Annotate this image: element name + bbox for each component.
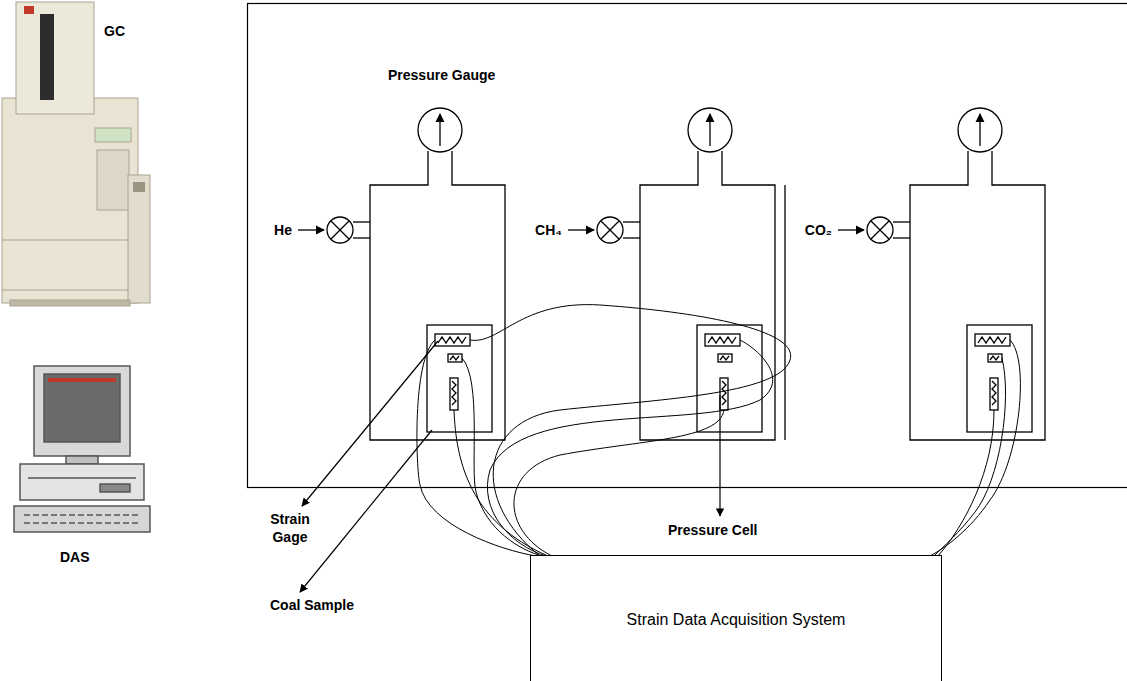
strain-wire [454, 410, 548, 556]
part-label: Pressure Gauge [388, 66, 495, 84]
pressure-cell [640, 151, 775, 440]
pressure-cell [353, 221, 370, 222]
part-label: Coal Sample [270, 596, 354, 614]
gc-instrument [95, 128, 131, 142]
pressure-cell [331, 221, 349, 239]
das-computer [20, 464, 144, 500]
das-computer [66, 456, 98, 464]
pressure-cell [568, 108, 785, 440]
pressure-cell [967, 325, 1032, 432]
pressure-cell [978, 337, 1006, 343]
gc-instrument [128, 175, 150, 303]
pressure-cell [722, 381, 726, 405]
pressure-cell [979, 114, 980, 146]
pressure-cell [784, 185, 785, 440]
gc-instrument [2, 2, 150, 306]
leader-line [302, 341, 438, 506]
pressure-cell [705, 334, 740, 346]
instrument-label: DAS [60, 548, 90, 566]
pressure-cell [439, 114, 440, 146]
gc-instrument [2, 290, 128, 291]
strain-wire [487, 340, 772, 556]
pressure-cell [327, 217, 353, 243]
pressure-cell [990, 378, 998, 410]
pressure-cell [838, 229, 864, 230]
pressure-cell [871, 221, 889, 239]
pressure-cell [718, 354, 732, 362]
gc-instrument [2, 240, 128, 241]
das-computer [28, 477, 136, 479]
instrument-label: GC [104, 22, 125, 40]
pressure-cell [720, 378, 728, 410]
pressure-cell [910, 151, 1045, 440]
leader-line [719, 395, 720, 516]
pressure-cell [298, 108, 505, 440]
pressure-cell [450, 378, 458, 410]
pressure-cell [450, 356, 459, 360]
pressure-cell [438, 337, 466, 343]
pressure-cell [601, 221, 619, 239]
gc-instrument [2, 98, 138, 303]
pressure-cell [435, 334, 470, 346]
strain-wire [930, 340, 1020, 556]
pressure-cell [709, 114, 710, 146]
das-computer [14, 366, 150, 532]
pressure-cell [893, 237, 910, 238]
gc-instrument [24, 6, 34, 14]
pressure-cell [448, 354, 462, 362]
pressure-cell [893, 221, 910, 222]
pressure-cell [975, 334, 1010, 346]
das-computer [34, 366, 130, 456]
acquisition-box: Strain Data Acquisition System [530, 555, 942, 681]
box-text: Strain Data Acquisition System [627, 610, 846, 630]
part-label: Pressure Cell [668, 521, 758, 539]
pressure-cell [992, 381, 996, 405]
pressure-cell [452, 381, 456, 405]
strain-wire [470, 305, 791, 556]
strain-wire [417, 305, 1020, 556]
pressure-cell [353, 237, 370, 238]
pressure-cell [720, 356, 729, 360]
gc-instrument [97, 150, 129, 210]
das-computer [44, 374, 120, 442]
pressure-cell [298, 229, 324, 230]
leader-line [300, 430, 432, 592]
das-computer [24, 514, 140, 516]
gas-label: He [252, 221, 292, 239]
pressure-cell [623, 237, 640, 238]
gas-label: CH₄ [522, 221, 562, 239]
das-computer [14, 506, 150, 532]
pressure-cell [688, 108, 732, 152]
pressure-cell [958, 108, 1002, 152]
pressure-cell [623, 221, 640, 222]
pressure-cell [867, 217, 893, 243]
gc-instrument [16, 2, 94, 114]
gc-instrument [40, 14, 54, 100]
pressure-cell [331, 221, 349, 239]
strain-wire [934, 358, 1006, 556]
pressure-cell [988, 354, 1002, 362]
pressure-cell [697, 325, 762, 432]
das-computer [48, 378, 116, 382]
gc-instrument [10, 300, 130, 306]
pressure-cell [568, 229, 594, 230]
das-computer [100, 484, 130, 492]
pressure-cell [990, 356, 999, 360]
pressure-cell [601, 221, 619, 239]
pressure-cell [597, 217, 623, 243]
part-label: Strain Gage [258, 510, 322, 546]
pressure-cell [370, 151, 505, 440]
pressure-cell [427, 325, 492, 432]
pressure-cell [838, 108, 1045, 440]
das-computer [24, 522, 140, 524]
gas-label: CO₂ [792, 221, 832, 239]
pressure-cell [418, 108, 462, 152]
pressure-cell [871, 221, 889, 239]
gc-instrument [133, 182, 145, 192]
pressure-cell [708, 337, 736, 343]
strain-wire [938, 410, 994, 556]
